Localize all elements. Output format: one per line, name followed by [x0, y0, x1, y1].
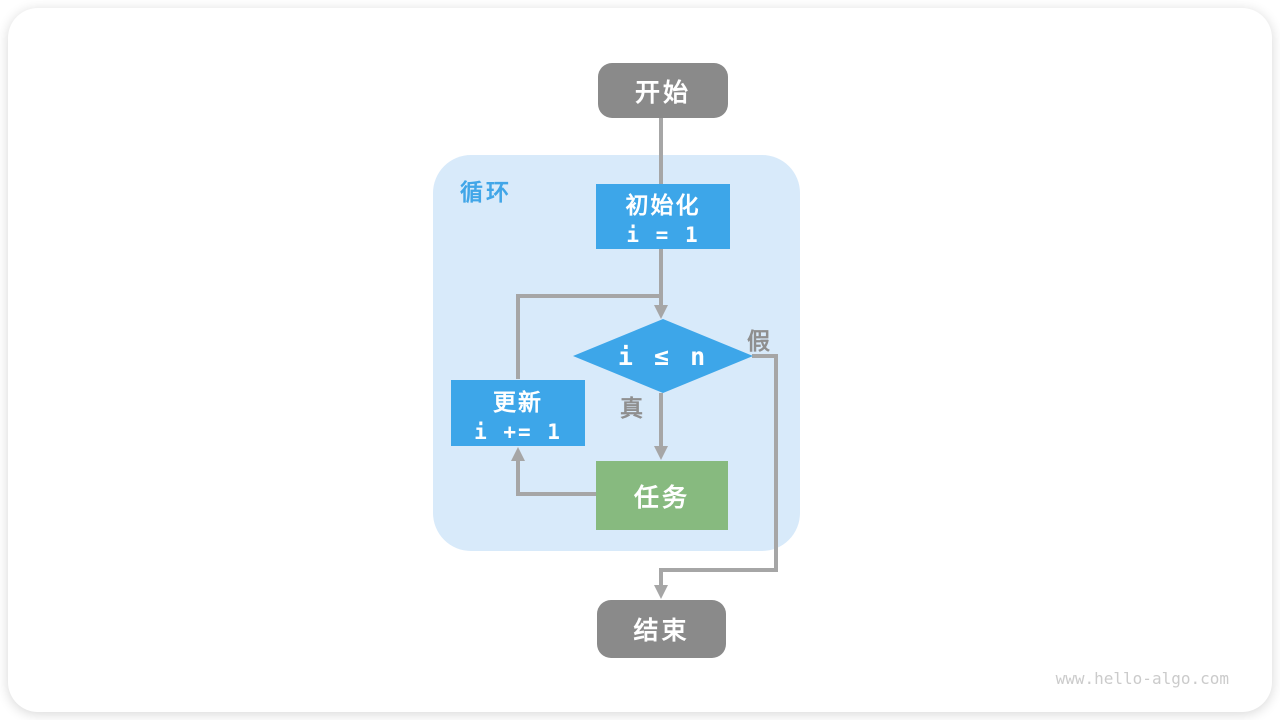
node-condition-code: i ≤ n — [617, 341, 709, 371]
node-end: 结束 — [597, 600, 726, 658]
node-update: 更新 i += 1 — [451, 380, 585, 446]
loop-region-label: 循环 — [460, 179, 512, 205]
node-task: 任务 — [596, 461, 728, 530]
edge-label-false: 假 — [747, 328, 770, 354]
node-task-label: 任务 — [633, 483, 690, 512]
node-start: 开始 — [598, 63, 728, 118]
node-update-code: i += 1 — [474, 419, 562, 444]
node-start-label: 开始 — [634, 78, 691, 107]
node-init: 初始化 i = 1 — [596, 184, 730, 249]
arrowhead-into-end — [654, 585, 668, 599]
watermark-text: www.hello-algo.com — [1055, 669, 1229, 688]
edge-label-true: 真 — [620, 395, 643, 421]
node-end-label: 结束 — [633, 617, 690, 645]
node-update-label: 更新 — [493, 388, 543, 415]
node-init-code: i = 1 — [626, 223, 700, 247]
node-init-label: 初始化 — [625, 192, 701, 218]
diagram-card: 循环 开始 初始化 i = 1 — [8, 8, 1272, 712]
